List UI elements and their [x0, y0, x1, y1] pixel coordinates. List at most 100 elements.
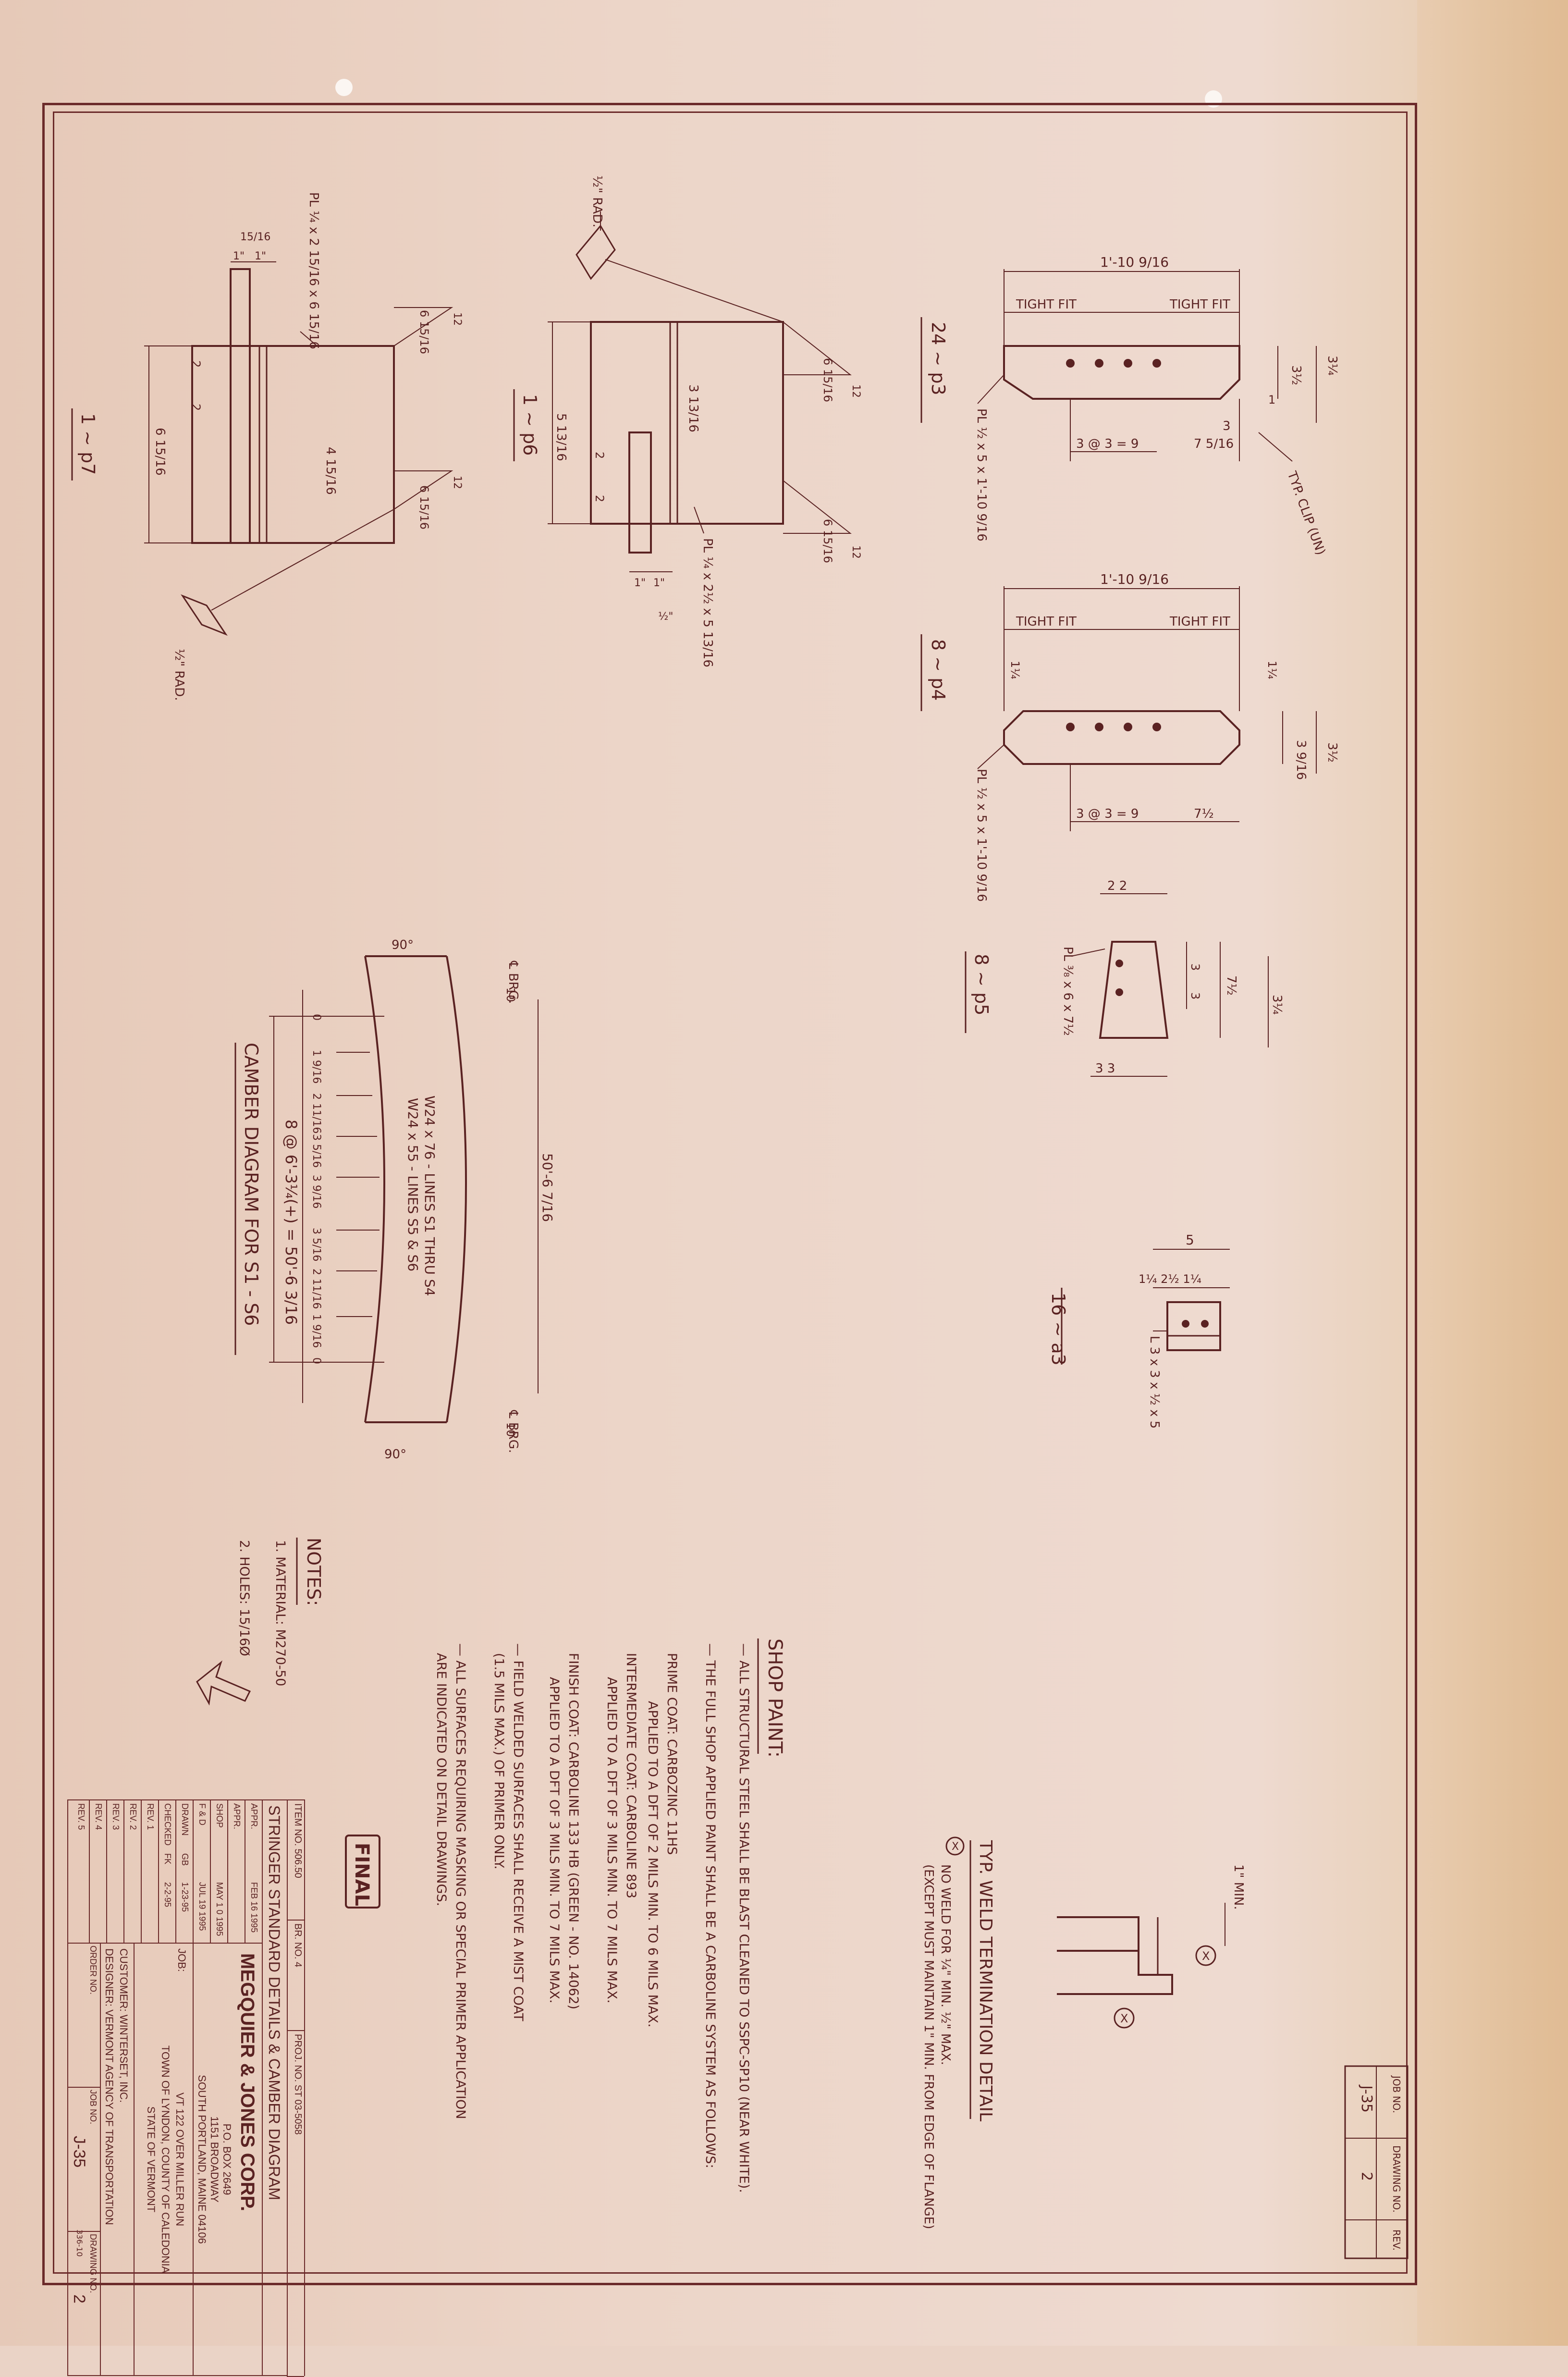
dim: ½"	[658, 611, 673, 623]
dim: 2	[593, 452, 606, 459]
ordinate: 1 9/16	[310, 1314, 322, 1348]
job-no-label: JOB NO.	[88, 2090, 98, 2125]
notch	[628, 431, 652, 554]
paint-line: — ALL STRUCTURAL STEEL SHALL BE BLAST CL…	[736, 1643, 751, 2193]
paint-line: APPLIED TO A DFT OF 3 MILS MIN. TO 7 MIL…	[604, 1677, 619, 2004]
notes-title: NOTES:	[303, 1538, 324, 1606]
dim: 12	[850, 545, 862, 559]
dim: 1"	[233, 250, 245, 262]
job-no: J-35	[70, 2136, 88, 2168]
dim: 3¼	[1325, 356, 1339, 376]
corner-drawing-label: DRAWING NO.	[1391, 2145, 1402, 2213]
number-block: ORDER NO. JOB NO. J-35 DRAWING NO. 2	[67, 1944, 101, 2375]
bearing-label: ℄ BRG.	[506, 1410, 520, 1453]
bridge-no: BR. NO. 4	[287, 1921, 304, 2031]
overall-dim: 1'-10 9/16	[1100, 254, 1169, 270]
dim: 1"	[653, 577, 665, 589]
rev-date: JUL 19 1995	[197, 1882, 207, 1931]
weld-termination-detail: X X 1" MIN. TYP. WELD TERMINATION DETAIL…	[921, 1836, 1246, 2229]
dim: 6 15/16	[821, 519, 834, 563]
camber-diagram: 50'-6 7/16 8 @ 6'-3¼(+) = 50'-6 3/16 CAM…	[234, 938, 555, 1462]
weld-detail-title: TYP. WELD TERMINATION DETAIL	[976, 1840, 995, 2121]
job-line: STATE OF VERMONT	[145, 2106, 157, 2213]
dim: 3 3	[1095, 1061, 1115, 1076]
project-no: PROJ. NO. ST 03-5058	[287, 2031, 304, 2377]
rev-row: REV. 5	[67, 1800, 89, 1943]
detail-p5: 8 ~ p5 2 2 3 3 3 3 7½ 3¼ PL ⅜ x 6 x 7½	[965, 879, 1284, 1077]
dim: 2 2	[1107, 879, 1127, 893]
dim: 3 13/16	[686, 384, 700, 432]
dim: 6 15/16	[821, 358, 834, 402]
rev-date: MAY 1 0 1995	[215, 1882, 224, 1936]
rev-label: APPR.	[232, 1803, 242, 1830]
ordinate: 0	[310, 1357, 322, 1364]
tight-fit-label: TIGHT FIT	[1016, 297, 1077, 312]
rev-label: DRAWN	[180, 1803, 190, 1836]
plate-outline	[191, 345, 395, 544]
dim: 1	[1268, 393, 1275, 406]
paint-line: APPLIED TO A DFT OF 2 MILS MIN. TO 6 MIL…	[645, 1701, 660, 2028]
note-line: 1. MATERIAL: M270-50	[273, 1540, 288, 1686]
dim: 3¼	[1270, 995, 1284, 1015]
dim: 3½	[1325, 742, 1339, 763]
dim: 12	[451, 312, 463, 326]
corner-job-label: JOB NO.	[1391, 2075, 1402, 2113]
plate-outline	[1003, 710, 1240, 765]
rev-label: REV. 2	[128, 1803, 138, 1830]
stamp-text: FINAL	[351, 1843, 373, 1906]
radius-note: ½" RAD.	[172, 649, 186, 701]
plate-callout: PL ¼ x 2½ x 5 13/16	[700, 538, 715, 667]
bearing-label: ℄ BRG.	[506, 961, 520, 1004]
end-dim: 10	[504, 1422, 517, 1437]
detail-label: 1 ~ p6	[519, 394, 540, 456]
rev-date: FEB 16 1995	[249, 1882, 259, 1933]
paper-edge	[1417, 0, 1568, 2346]
rev-label: CHECKED	[163, 1803, 172, 1846]
rev-label: REV. 5	[76, 1803, 86, 1830]
plate-outline	[590, 321, 784, 525]
weld-note: NO WELD FOR ¼" MIN. ½" MAX.	[938, 1864, 953, 2065]
dim: 12	[451, 476, 463, 489]
tight-fit-label: TIGHT FIT	[1016, 615, 1077, 629]
rev-initials: FK	[163, 1853, 172, 1865]
form-number: 336-10	[75, 2229, 84, 2257]
drawing-no-cell: DRAWING NO. 2	[67, 2232, 100, 2374]
punch-hole	[335, 79, 353, 96]
company-name: MEGQUIER & JONES CORP.	[237, 1953, 258, 2212]
shop-paint-title: SHOP PAINT:	[764, 1638, 786, 1758]
job-block: JOB: VT 122 OVER MILLER RUN TOWN OF LYND…	[134, 1944, 194, 2375]
rev-initials: GB	[180, 1853, 190, 1866]
detail-p7: 1 ~ p7 6 15/16 4 15/16 2 2 6 15/16 6 15/…	[71, 192, 463, 701]
rev-row: CHECKED FK 2-2-95	[158, 1800, 175, 1943]
notch	[230, 268, 251, 544]
dim: 1¼	[1008, 661, 1022, 679]
paint-line: FINISH COAT: CARBOLINE 133 HB (GREEN - N…	[566, 1653, 581, 2009]
detail-p6: 1 ~ p6 5 13/16 3 13/16 2 2 6 15/16 6 15/…	[513, 175, 862, 667]
paint-line: — FIELD WELDED SURFACES SHALL RECEIVE A …	[511, 1643, 526, 2021]
ordinate: 1 9/16	[310, 1050, 322, 1084]
drawing-border	[42, 103, 1417, 2285]
general-notes: NOTES: 1. MATERIAL: M270-50 2. HOLES: 15…	[196, 1538, 324, 1706]
corner-drawing-no: 2	[1358, 2172, 1375, 2181]
weld-outline	[1057, 1916, 1173, 1995]
plate-outline	[1099, 941, 1169, 1039]
section-w24x76: W24 x 76 - LINES S1 THRU S4	[422, 1096, 438, 1296]
item-no: ITEM NO. 506.50	[287, 1800, 304, 1921]
company-address-line: 1151 BROADWAY	[208, 2116, 220, 2203]
rev-date: 2-2-95	[163, 1882, 172, 1908]
rev-label: REV. 3	[111, 1803, 121, 1830]
order-no-label: ORDER NO.	[88, 1946, 98, 1995]
rev-row: DRAWN GB 1-23-95	[175, 1800, 193, 1943]
x-marker: X	[952, 1841, 959, 1853]
paint-line: (1.5 MILS MAX.) OF PRIMER ONLY.	[491, 1653, 506, 1870]
hole-spacing: 3 @ 3 = 9	[1076, 437, 1139, 451]
dim: 2	[593, 495, 606, 502]
rev-row: APPR. FEB 16 1995	[245, 1800, 262, 1943]
overall-dim: 1'-10 9/16	[1100, 571, 1169, 587]
dim: 12	[850, 384, 862, 398]
dim: 1¼	[1265, 661, 1279, 679]
rev-label: REV. 4	[94, 1803, 103, 1830]
rev-row: REV. 2	[123, 1800, 141, 1943]
paint-line: APPLIED TO A DFT OF 3 MILS MIN. TO 7 MIL…	[547, 1677, 562, 2004]
end-dim: 10	[504, 987, 517, 1002]
